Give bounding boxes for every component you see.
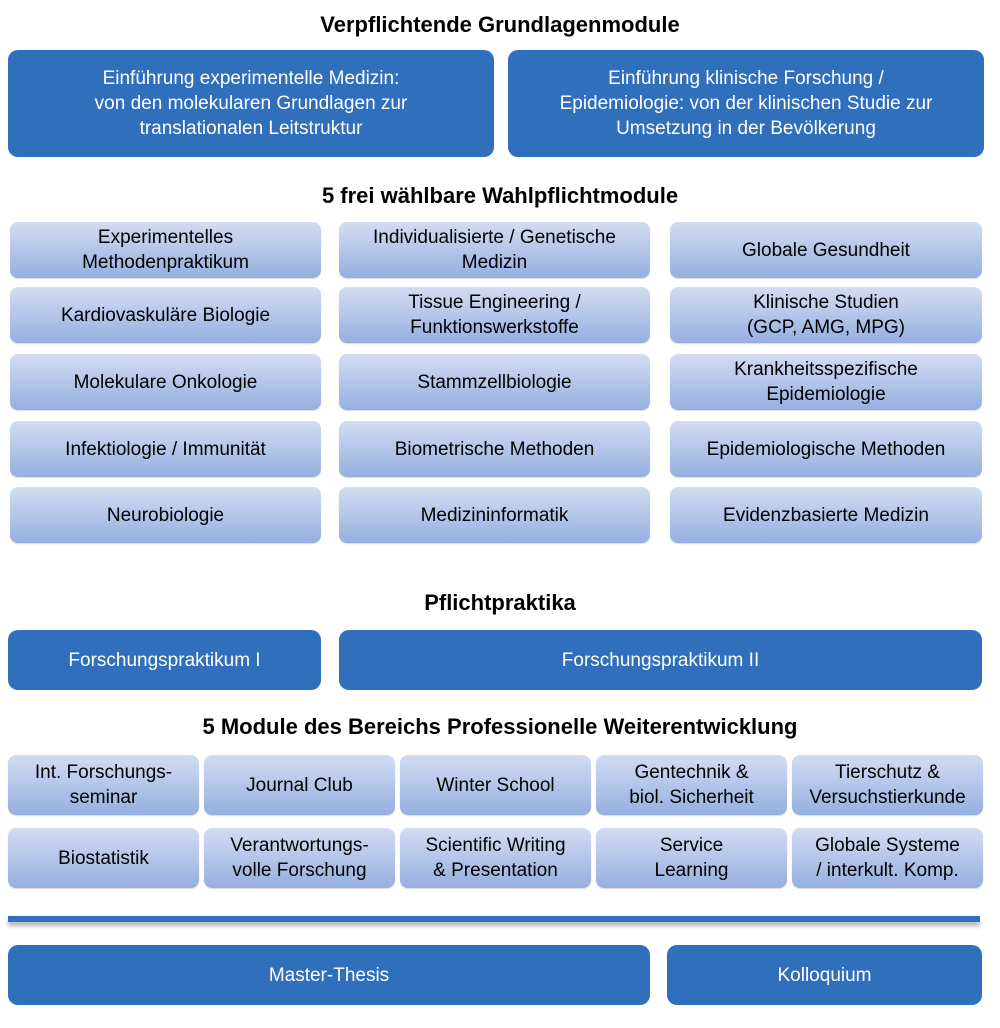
professional-module: Globale Systeme / interkult. Komp. — [792, 828, 983, 888]
module-label: Kardiovaskuläre Biologie — [60, 304, 271, 326]
professional-module: Journal Club — [204, 755, 395, 815]
professional-modules-title: 5 Module des Bereichs Professionelle Wei… — [202, 714, 798, 739]
elective-module: Molekulare Onkologie — [10, 354, 321, 410]
professional-module: Verantwortungs- volle Forschung — [204, 828, 395, 888]
internship-2: Forschungspraktikum II — [339, 630, 982, 690]
module-label: Service Learning — [654, 835, 729, 881]
core-module-experimental-medicine: Einführung experimentelle Medizin: von d… — [8, 50, 494, 157]
module-label: Biometrische Methoden — [394, 438, 595, 460]
elective-module: Stammzellbiologie — [339, 354, 650, 410]
module-label: Biostatistik — [58, 847, 149, 869]
elective-module: Experimentelles Methodenpraktikum — [10, 222, 321, 278]
elective-module: Infektiologie / Immunität — [10, 421, 321, 477]
module-label: Master-Thesis — [268, 964, 390, 986]
module-label: Epidemiologische Methoden — [706, 438, 946, 460]
elective-module: Tissue Engineering / Funktionswerkstoffe — [339, 287, 650, 343]
elective-module: Medizininformatik — [339, 487, 650, 543]
professional-module: Biostatistik — [8, 828, 199, 888]
module-label: Neurobiologie — [106, 504, 225, 526]
module-label: Winter School — [436, 774, 555, 796]
module-label: Forschungspraktikum I — [68, 649, 261, 671]
professional-module: Winter School — [400, 755, 591, 815]
module-label: Molekulare Onkologie — [73, 371, 258, 393]
elective-module: Biometrische Methoden — [339, 421, 650, 477]
module-label: Tierschutz & Versuchstierkunde — [809, 762, 966, 808]
master-thesis: Master-Thesis — [8, 945, 650, 1005]
module-label: Evidenzbasierte Medizin — [723, 504, 929, 526]
module-label: Journal Club — [246, 774, 353, 796]
elective-module: Neurobiologie — [10, 487, 321, 543]
module-label: Scientific Writing & Presentation — [425, 835, 566, 881]
professional-module: Scientific Writing & Presentation — [400, 828, 591, 888]
internships-title: Pflichtpraktika — [424, 590, 576, 615]
module-label: Globale Systeme / interkult. Komp. — [815, 835, 960, 881]
elective-module: Kardiovaskuläre Biologie — [10, 287, 321, 343]
module-label: Medizininformatik — [420, 504, 569, 526]
professional-module: Service Learning — [596, 828, 787, 888]
module-label: Tissue Engineering / Funktionswerkstoffe — [408, 292, 581, 338]
module-label: Stammzellbiologie — [417, 371, 572, 393]
elective-module: Krankheitsspezifische Epidemiologie — [670, 354, 982, 410]
module-label: Klinische Studien (GCP, AMG, MPG) — [746, 292, 905, 338]
professional-module: Int. Forschungs- seminar — [8, 755, 199, 815]
module-label: Kolloquium — [777, 964, 872, 986]
core-modules-title: Verpflichtende Grundlagenmodule — [320, 12, 680, 37]
elective-module: Klinische Studien (GCP, AMG, MPG) — [670, 287, 982, 343]
elective-module: Globale Gesundheit — [670, 222, 982, 278]
module-label: Individualisierte / Genetische Medizin — [373, 227, 616, 273]
elective-modules-title: 5 frei wählbare Wahlpflichtmodule — [321, 183, 679, 208]
module-label: Einführung experimentelle Medizin: von d… — [94, 68, 408, 139]
module-label: Infektiologie / Immunität — [65, 438, 266, 460]
core-module-clinical-research: Einführung klinische Forschung / Epidemi… — [508, 50, 984, 157]
module-label: Krankheitsspezifische Epidemiologie — [734, 359, 918, 405]
module-label: Verantwortungs- volle Forschung — [230, 835, 369, 881]
elective-module: Epidemiologische Methoden — [670, 421, 982, 477]
internship-1: Forschungspraktikum I — [8, 630, 321, 690]
module-label: Int. Forschungs- seminar — [34, 762, 173, 808]
module-label: Einführung klinische Forschung / Epidemi… — [559, 68, 933, 139]
professional-module: Gentechnik & biol. Sicherheit — [596, 755, 787, 815]
module-label: Experimentelles Methodenpraktikum — [82, 227, 249, 273]
elective-module: Individualisierte / Genetische Medizin — [339, 222, 650, 278]
module-label: Globale Gesundheit — [742, 239, 910, 261]
module-label: Forschungspraktikum II — [561, 649, 760, 671]
colloquium: Kolloquium — [667, 945, 982, 1005]
professional-module: Tierschutz & Versuchstierkunde — [792, 755, 983, 815]
elective-module: Evidenzbasierte Medizin — [670, 487, 982, 543]
divider-line — [8, 916, 980, 922]
module-label: Gentechnik & biol. Sicherheit — [629, 762, 754, 808]
